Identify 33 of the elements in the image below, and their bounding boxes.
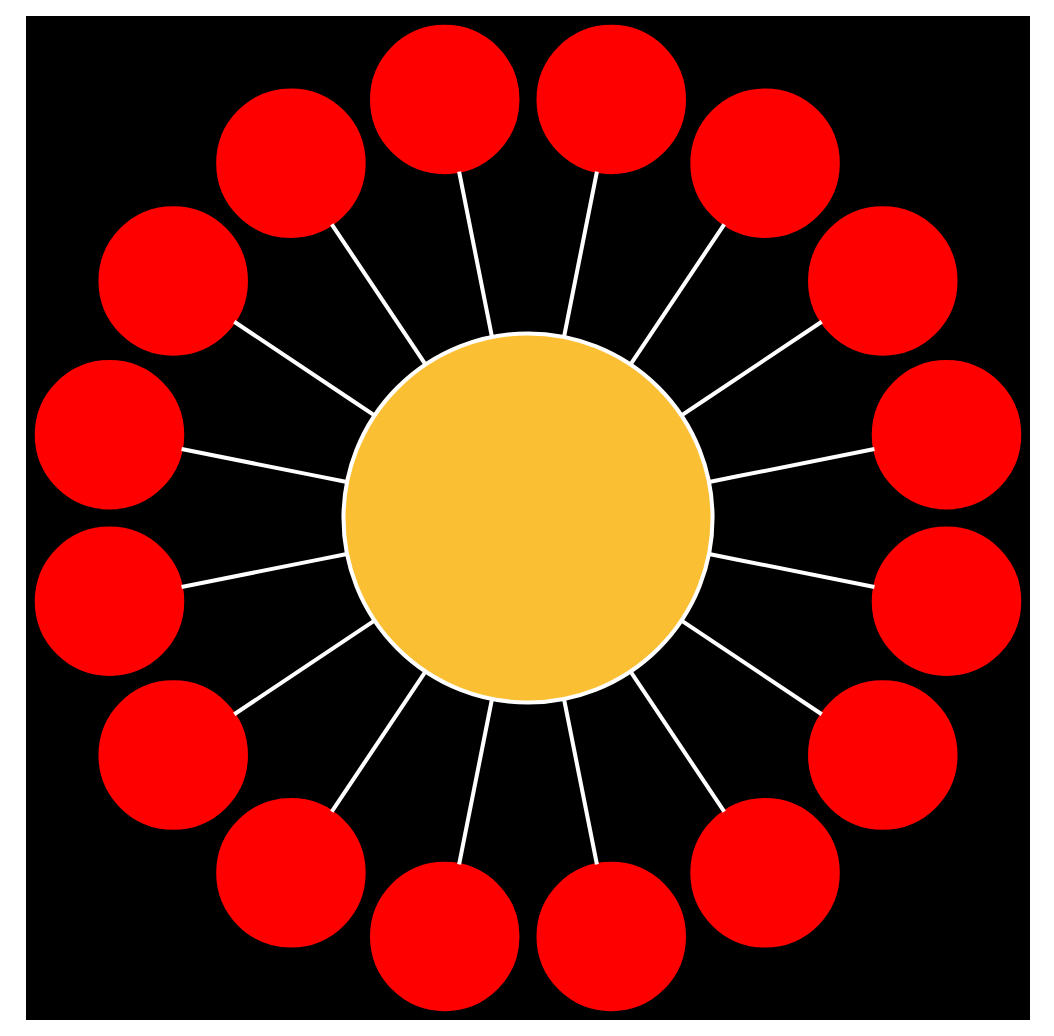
node-circle [97, 680, 247, 830]
node-circle [870, 526, 1021, 676]
node-circle [33, 526, 184, 676]
node-circle [340, 331, 714, 705]
node-circle [689, 798, 839, 948]
connector [232, 320, 375, 418]
connector [707, 447, 874, 484]
node-circle [33, 360, 184, 510]
node-circle [369, 861, 519, 1012]
node-circle [97, 206, 247, 356]
connector [627, 223, 725, 366]
connector [561, 698, 598, 865]
connector [561, 171, 598, 338]
node-circle [807, 206, 957, 356]
connector [232, 618, 375, 716]
connector [180, 447, 347, 484]
node-circle [535, 861, 685, 1012]
connector [679, 320, 822, 418]
node-circle [689, 88, 839, 238]
node-circle [807, 680, 957, 830]
connector [679, 618, 822, 716]
connector [329, 223, 427, 366]
connector [456, 698, 493, 865]
connector [627, 670, 725, 813]
node-circle [535, 24, 685, 175]
node-circle [215, 88, 365, 238]
connector [456, 171, 493, 338]
node-circle [369, 24, 519, 175]
connector [329, 670, 427, 813]
node-circle [870, 360, 1021, 510]
node-circle [215, 798, 365, 948]
connector [707, 552, 874, 589]
connector [180, 552, 347, 589]
